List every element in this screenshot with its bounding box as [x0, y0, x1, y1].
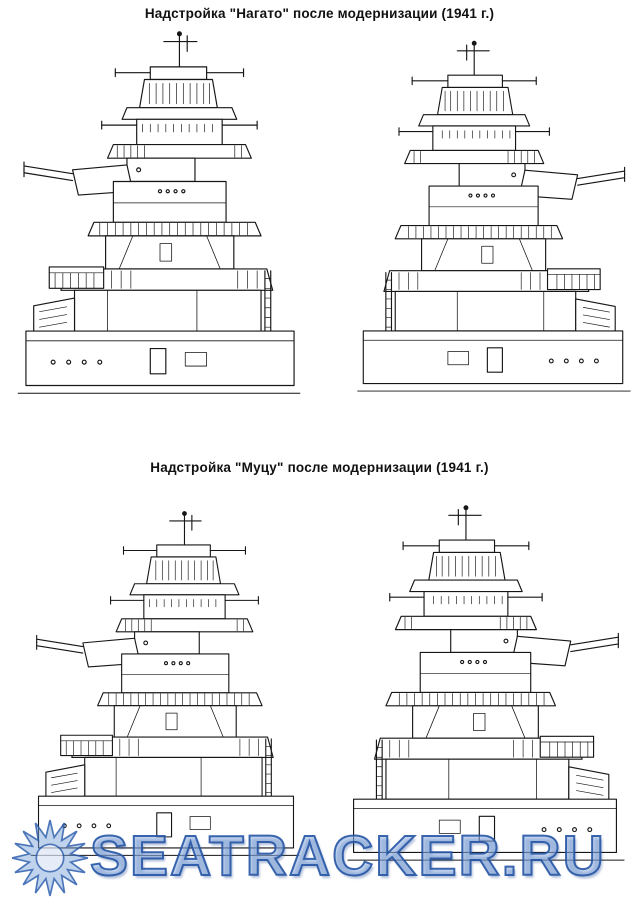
figure-nagato-stern-view	[352, 30, 634, 440]
figure-nagato-bow-view	[6, 28, 314, 436]
nagato-superstructure-drawing-left	[6, 28, 314, 436]
caption-nagato: Надстройка "Нагато" после модернизации (…	[144, 6, 495, 21]
figure-mutsu-bow-view	[14, 508, 318, 896]
nagato-superstructure-drawing-right	[352, 30, 634, 440]
figure-mutsu-stern-view	[336, 502, 634, 902]
mutsu-superstructure-drawing-left	[14, 508, 318, 896]
mutsu-superstructure-drawing-right	[336, 502, 634, 902]
caption-mutsu: Надстройка "Муцу" после модернизации (19…	[150, 460, 489, 475]
